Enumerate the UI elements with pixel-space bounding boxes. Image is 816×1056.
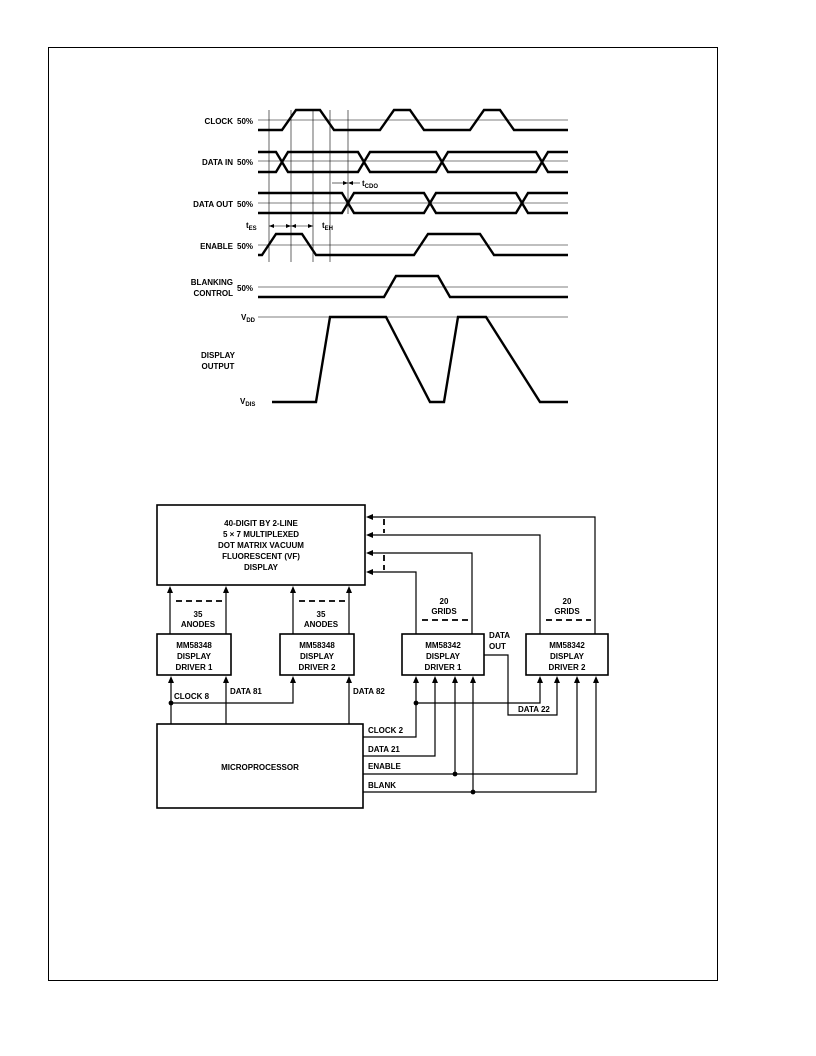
grids-2-label: GRIDS bbox=[554, 607, 580, 616]
data-out-label-2: OUT bbox=[489, 642, 506, 651]
anode-driver-1-line-3: DRIVER 1 bbox=[176, 663, 213, 672]
anode-driver-1: MM58348 DISPLAY DRIVER 1 bbox=[156, 633, 232, 676]
blanking-signal: BLANKING CONTROL 50% bbox=[191, 274, 568, 299]
display-box-line-5: DISPLAY bbox=[244, 563, 279, 572]
grid-bus-1: 20 GRIDS bbox=[366, 550, 473, 634]
grid-driver-2-line-3: DRIVER 2 bbox=[549, 663, 586, 672]
anode-bus-2: 35 ANODES bbox=[290, 586, 352, 634]
clock8-label: CLOCK 8 bbox=[174, 692, 210, 701]
enable-label: ENABLE bbox=[200, 242, 234, 251]
data21-label: DATA 21 bbox=[368, 745, 400, 754]
display-output-label: DISPLAY bbox=[201, 351, 236, 360]
data81-label: DATA 81 bbox=[230, 687, 262, 696]
grid-driver-2: MM58342 DISPLAY DRIVER 2 bbox=[525, 633, 609, 676]
block-diagram: 40-DIGIT BY 2-LINE 5 × 7 MULTIPLEXED DOT… bbox=[156, 504, 609, 809]
data-in-label: DATA IN bbox=[202, 158, 233, 167]
tcdo-dimension: tCDO bbox=[332, 179, 378, 190]
blank-label: BLANK bbox=[368, 781, 396, 790]
vdis-label: VDIS bbox=[240, 397, 255, 408]
display-box-line-1: 40-DIGIT BY 2-LINE bbox=[224, 519, 298, 528]
timing-diagram: CLOCK 50% DATA IN 50% tCDO DATA OUT 50% bbox=[191, 108, 568, 408]
grids-1-count: 20 bbox=[440, 597, 449, 606]
data-out-label: DATA OUT bbox=[193, 200, 233, 209]
enable-label: ENABLE bbox=[368, 762, 402, 771]
clock-label: CLOCK bbox=[205, 117, 234, 126]
tcdo-label: tCDO bbox=[362, 179, 378, 190]
grid-driver-2-line-2: DISPLAY bbox=[550, 652, 585, 661]
enable-level: 50% bbox=[237, 242, 253, 251]
anodes-1-label: ANODES bbox=[181, 620, 216, 629]
clock2-label: CLOCK 2 bbox=[368, 726, 404, 735]
anode-driver-2-line-1: MM58348 bbox=[299, 641, 335, 650]
timing-reference-lines bbox=[268, 110, 349, 262]
data22-label: DATA 22 bbox=[518, 705, 550, 714]
anode-driver-2-line-2: DISPLAY bbox=[300, 652, 335, 661]
anode-driver-2-line-3: DRIVER 2 bbox=[299, 663, 336, 672]
blanking-level: 50% bbox=[237, 284, 253, 293]
blanking-label: BLANKING bbox=[191, 278, 233, 287]
grid-driver-1-line-2: DISPLAY bbox=[426, 652, 461, 661]
data-out-label-1: DATA bbox=[489, 631, 510, 640]
data82-label: DATA 82 bbox=[353, 687, 385, 696]
grid-driver-2-line-1: MM58342 bbox=[549, 641, 585, 650]
grid-control-wires: CLOCK 2 DATA 21 ENABLE BLANK bbox=[363, 676, 599, 795]
display-box-line-4: FLUORESCENT (VF) bbox=[222, 552, 300, 561]
data-out-level: 50% bbox=[237, 200, 253, 209]
page-frame bbox=[48, 47, 718, 981]
display-box-line-3: DOT MATRIX VACUUM bbox=[218, 541, 304, 550]
grid-driver-1-line-1: MM58342 bbox=[425, 641, 461, 650]
data-in-level: 50% bbox=[237, 158, 253, 167]
vf-display-box: 40-DIGIT BY 2-LINE 5 × 7 MULTIPLEXED DOT… bbox=[156, 504, 366, 586]
enable-signal: ENABLE 50% bbox=[200, 232, 568, 257]
anodes-2-count: 35 bbox=[317, 610, 326, 619]
grid-driver-1-line-3: DRIVER 1 bbox=[425, 663, 462, 672]
tes-label: tES bbox=[246, 221, 257, 232]
data-out-signal: DATA OUT 50% bbox=[193, 191, 568, 215]
microprocessor-label: MICROPROCESSOR bbox=[221, 763, 299, 772]
anode-control-wires: CLOCK 8 DATA 81 DATA 82 bbox=[168, 676, 385, 724]
anode-bus-1: 35 ANODES bbox=[167, 586, 229, 634]
anode-driver-1-line-1: MM58348 bbox=[176, 641, 212, 650]
grid-bus-2: 20 GRIDS bbox=[366, 514, 596, 634]
vdd-label: VDD bbox=[241, 313, 256, 324]
display-box-line-2: 5 × 7 MULTIPLEXED bbox=[223, 530, 299, 539]
anodes-1-count: 35 bbox=[194, 610, 203, 619]
data-in-signal: DATA IN 50% bbox=[202, 150, 568, 174]
microprocessor-box: MICROPROCESSOR bbox=[156, 723, 364, 809]
grid-driver-1: MM58342 DISPLAY DRIVER 1 bbox=[401, 633, 485, 676]
data-out-wire: DATA OUT DATA 22 bbox=[484, 631, 560, 716]
tes-teh-dimension: tES tEH bbox=[246, 221, 333, 232]
blanking-label-2: CONTROL bbox=[193, 289, 233, 298]
grids-1-label: GRIDS bbox=[431, 607, 457, 616]
display-output-signal: VDD DISPLAY OUTPUT VDIS bbox=[201, 313, 568, 408]
clock-level: 50% bbox=[237, 117, 253, 126]
anodes-2-label: ANODES bbox=[304, 620, 339, 629]
display-output-label-2: OUTPUT bbox=[202, 362, 235, 371]
clock-signal: CLOCK 50% bbox=[205, 108, 568, 132]
anode-driver-2: MM58348 DISPLAY DRIVER 2 bbox=[279, 633, 355, 676]
anode-driver-1-line-2: DISPLAY bbox=[177, 652, 212, 661]
grids-2-count: 20 bbox=[563, 597, 572, 606]
teh-label: tEH bbox=[322, 221, 333, 232]
